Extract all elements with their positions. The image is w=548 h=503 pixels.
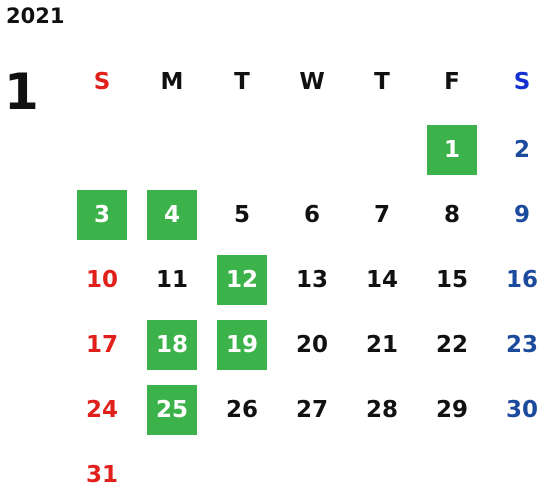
weekday-header-6: S xyxy=(513,69,531,95)
day-cell-28[interactable]: 28 xyxy=(365,397,398,423)
day-cell-7[interactable]: 7 xyxy=(373,202,390,228)
day-cell-1[interactable]: 1 xyxy=(427,125,477,175)
day-cell-15[interactable]: 15 xyxy=(435,267,468,293)
day-cell-10[interactable]: 10 xyxy=(85,267,118,293)
day-cell-17[interactable]: 17 xyxy=(85,332,118,358)
weekday-header-0: S xyxy=(93,69,111,95)
weekday-header-2: T xyxy=(234,69,250,95)
day-cell-21[interactable]: 21 xyxy=(365,332,398,358)
day-cell-31[interactable]: 31 xyxy=(85,462,118,488)
day-cell-14[interactable]: 14 xyxy=(365,267,398,293)
day-cell-16[interactable]: 16 xyxy=(505,267,538,293)
day-cell-9[interactable]: 9 xyxy=(513,202,530,228)
day-cell-25[interactable]: 25 xyxy=(147,385,197,435)
day-cell-6[interactable]: 6 xyxy=(303,202,320,228)
month-label: 1 xyxy=(4,63,39,121)
day-cell-3[interactable]: 3 xyxy=(77,190,127,240)
day-cell-22[interactable]: 22 xyxy=(435,332,468,358)
weekday-header-1: M xyxy=(160,69,184,95)
day-cell-27[interactable]: 27 xyxy=(295,397,328,423)
weekday-header-3: W xyxy=(299,69,325,95)
day-cell-20[interactable]: 20 xyxy=(295,332,328,358)
day-cell-8[interactable]: 8 xyxy=(443,202,460,228)
day-cell-24[interactable]: 24 xyxy=(85,397,118,423)
day-cell-2[interactable]: 2 xyxy=(513,137,530,163)
day-cell-26[interactable]: 26 xyxy=(225,397,258,423)
day-cell-5[interactable]: 5 xyxy=(233,202,250,228)
day-cell-18[interactable]: 18 xyxy=(147,320,197,370)
day-cell-11[interactable]: 11 xyxy=(155,267,188,293)
year-label: 2021 xyxy=(6,4,65,28)
day-cell-12[interactable]: 12 xyxy=(217,255,267,305)
day-cell-4[interactable]: 4 xyxy=(147,190,197,240)
weekday-header-5: F xyxy=(444,69,460,95)
day-cell-23[interactable]: 23 xyxy=(505,332,538,358)
day-cell-29[interactable]: 29 xyxy=(435,397,468,423)
weekday-header-4: T xyxy=(374,69,390,95)
day-cell-19[interactable]: 19 xyxy=(217,320,267,370)
day-cell-13[interactable]: 13 xyxy=(295,267,328,293)
day-cell-30[interactable]: 30 xyxy=(505,397,538,423)
